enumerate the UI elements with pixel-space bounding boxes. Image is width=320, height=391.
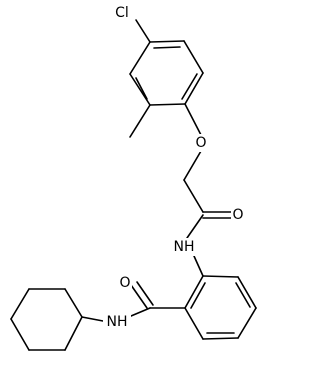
bond — [153, 46, 181, 49]
bond — [129, 73, 151, 106]
bond — [135, 77, 148, 100]
bond — [184, 275, 204, 309]
bond — [237, 276, 257, 309]
bond — [81, 316, 104, 322]
atom-label-o-carbonyl-bottom: O — [118, 274, 132, 292]
bottom-aromatic-ring — [184, 275, 257, 340]
bond — [10, 288, 30, 320]
carbonyl-oxygen-bottom-label: O — [119, 275, 130, 291]
carbonyl-oxygen-top-label: O — [232, 207, 243, 223]
bond — [149, 103, 186, 106]
bond — [202, 275, 239, 278]
bond — [129, 104, 151, 138]
bond — [130, 307, 151, 317]
structure-diagram: Cl O O NH O NH — [10, 4, 257, 351]
atom-label-cl: Cl — [112, 4, 134, 22]
bond — [149, 40, 185, 43]
chlorine-label: Cl — [115, 5, 129, 21]
bond — [64, 316, 83, 351]
bond — [181, 73, 198, 100]
bond — [135, 19, 151, 43]
bond — [64, 288, 83, 318]
bond — [186, 214, 204, 239]
bond — [136, 281, 154, 306]
atom-label-nh-top: NH — [171, 238, 199, 256]
molecule-svg: Cl O O NH O NH — [10, 4, 257, 351]
bond — [193, 255, 204, 277]
ether-oxygen-label: O — [195, 135, 206, 151]
bond — [130, 284, 148, 309]
bond — [237, 307, 257, 339]
bond — [183, 40, 204, 74]
bond — [202, 337, 239, 340]
atom-label-o-carbonyl-top: O — [231, 206, 245, 224]
bond — [10, 318, 30, 351]
top-aromatic-ring — [129, 40, 204, 106]
cyclohexyl-ring — [10, 288, 83, 351]
amide-nh-bottom-label: NH — [107, 314, 128, 330]
atom-label-o-ether: O — [194, 134, 208, 152]
bond — [129, 41, 151, 75]
bond — [190, 282, 206, 309]
bond — [184, 72, 204, 105]
bond — [183, 179, 204, 213]
bond — [183, 150, 202, 181]
bond — [184, 307, 204, 340]
atom-label-nh-bottom: NH — [103, 313, 131, 331]
bond — [184, 103, 202, 136]
bond — [235, 282, 251, 308]
amide-nh-top-label: NH — [174, 239, 195, 255]
